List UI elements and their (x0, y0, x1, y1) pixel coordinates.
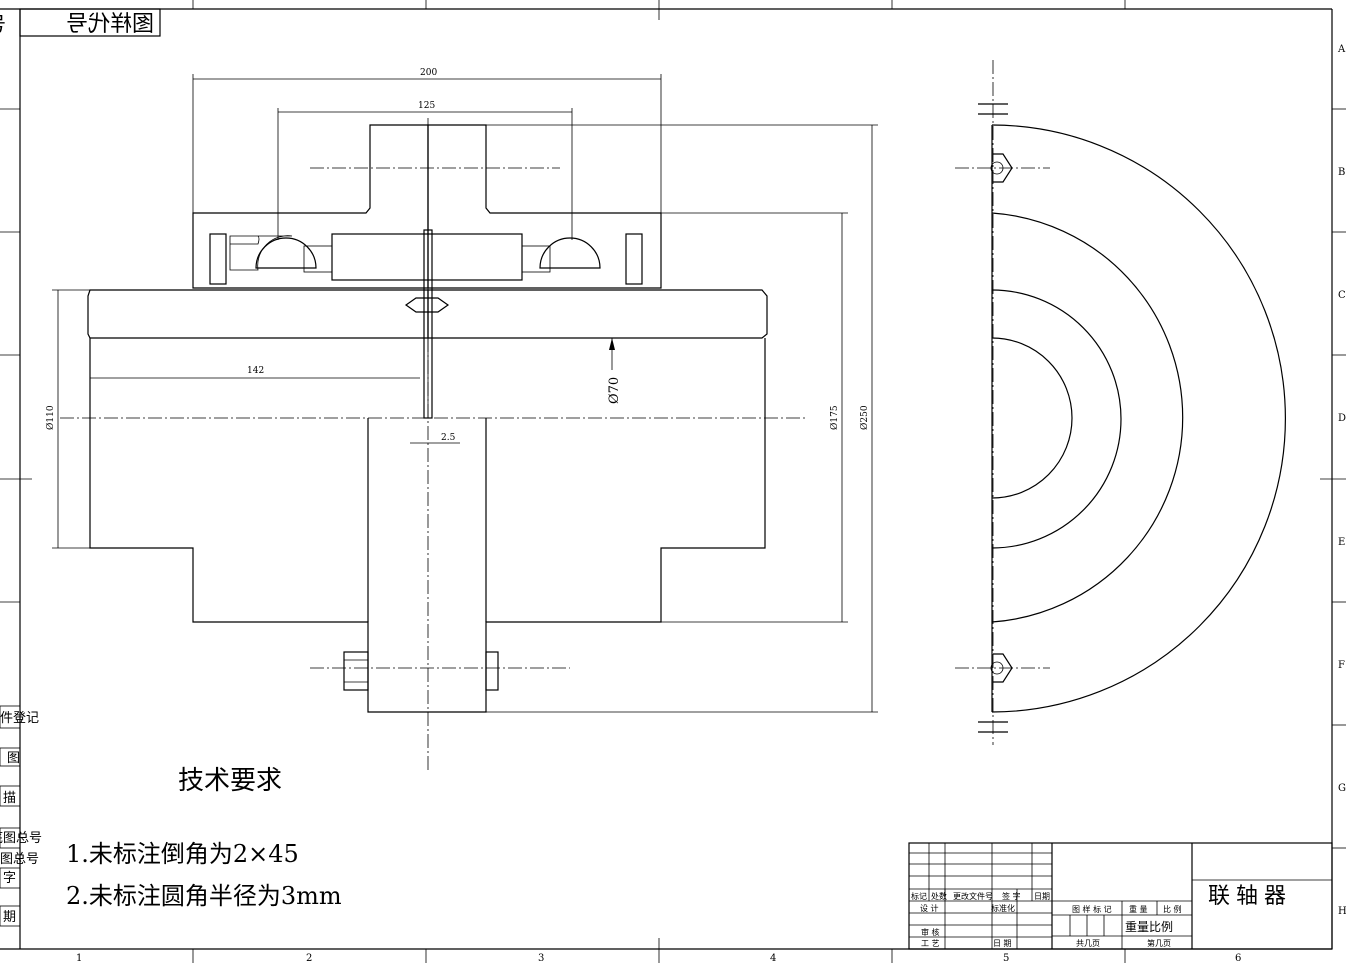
zone-row-f: F (1338, 660, 1345, 671)
zone-col-6: 6 (1235, 953, 1241, 963)
tb-scale: 比 例 (1163, 904, 1182, 914)
strip-label-1: 件登记 (0, 711, 39, 726)
zone-row-d: D (1338, 413, 1346, 424)
dim-200: 200 (420, 68, 437, 78)
dim-110: Ø110 (45, 405, 56, 430)
title-block: 标记 处数 更改文件号 签 字 日期 设 计 标准化 图 样 标 记 重 量 比… (908, 842, 1333, 950)
zone-col-1: 1 (76, 953, 82, 963)
strip-label-3: 描 (3, 791, 16, 806)
tb-sign: 签 字 (1002, 891, 1021, 901)
tb-check: 审 核 (921, 927, 940, 937)
strip-label-2: 图 (7, 751, 20, 766)
tb-part-name: 联轴器 (1208, 884, 1292, 909)
tb-change-doc: 更改文件号 (953, 891, 993, 901)
zone-col-2: 2 (306, 953, 312, 963)
tb-design: 设 计 (920, 903, 939, 913)
dim-142: 142 (247, 366, 264, 376)
tb-standard: 标准化 (991, 903, 1015, 913)
zone-row-b: B (1338, 167, 1345, 178)
tb-drawing-mark: 图 样 标 记 (1072, 904, 1112, 914)
zone-row-a: A (1337, 44, 1346, 55)
tb-weight: 重 量 (1129, 904, 1148, 914)
tb-page-no: 第几页 (1147, 938, 1171, 948)
zone-col-5: 5 (1003, 953, 1009, 963)
strip-label-7: 期 (3, 910, 16, 925)
tb-weight-scale: 重量比例 (1125, 920, 1173, 934)
tb-process: 工 艺 (921, 939, 940, 948)
notes-heading: 技术要求 (178, 766, 282, 796)
mirrored-title-box: 图样代号 号 (0, 8, 161, 37)
tb-date2: 日 期 (993, 939, 1012, 948)
technical-notes: 技术要求 1.未标注倒角为2×45 2.未标注圆角半径为3mm (66, 766, 342, 910)
dim-125: 125 (418, 101, 435, 111)
note-item-1: 1.未标注倒角为2×45 (66, 840, 299, 868)
tb-qty: 处数 (931, 891, 947, 901)
strip-label-4: 底图总号 (0, 830, 42, 846)
dim-70: Ø70 (607, 377, 622, 404)
zone-col-4: 4 (770, 953, 776, 963)
zone-row-h: H (1338, 906, 1346, 917)
zone-row-g: G (1338, 783, 1346, 794)
dim-175: Ø175 (829, 405, 840, 430)
tb-total-pages: 共几页 (1076, 939, 1100, 948)
tb-date: 日期 (1034, 892, 1050, 901)
svg-text:号: 号 (0, 12, 6, 36)
strip-label-5: 图总号 (0, 852, 39, 867)
tb-mark: 标记 (911, 891, 927, 901)
zone-col-3: 3 (538, 953, 544, 963)
dim-250: Ø250 (859, 405, 870, 430)
mirrored-title-text: 图样代号 (66, 12, 154, 37)
side-view (955, 60, 1287, 745)
dim-2-5: 2.5 (441, 433, 456, 443)
zone-row-c: C (1338, 290, 1346, 301)
left-strip: 件登记 图 描 底图总号 图总号 字 期 (0, 705, 42, 927)
zone-column-labels: 1 2 3 4 5 6 (76, 953, 1241, 963)
strip-label-6: 字 (3, 871, 16, 886)
note-item-2: 2.未标注圆角半径为3mm (66, 882, 342, 910)
section-view (60, 118, 808, 772)
dimensions: 200 125 142 2.5 Ø70 Ø110 Ø175 Ø250 (45, 68, 878, 713)
zone-row-labels: A B C D E F G H (1337, 44, 1346, 917)
zone-row-e: E (1338, 537, 1345, 548)
